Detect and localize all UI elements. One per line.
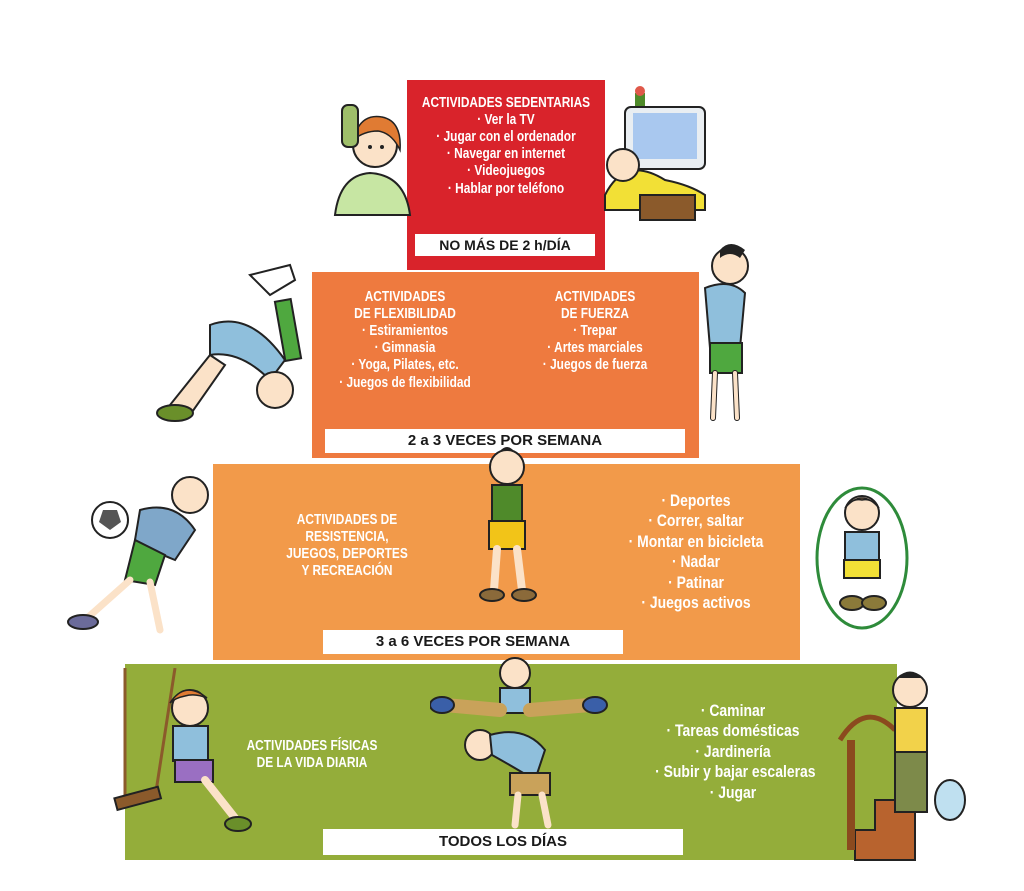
running-child-illustration	[479, 447, 537, 602]
endurance-list: · Deportes · Correr, saltar · Montar en …	[622, 491, 770, 613]
list-item: · Patinar	[668, 572, 724, 592]
daily-heading-line: ACTIVIDADES FÍSICAS	[246, 738, 378, 754]
list-item: · Montar en bicicleta	[628, 531, 764, 551]
leapfrog-children-illustration	[430, 657, 608, 829]
list-item: · Artes marciales	[547, 340, 643, 357]
list-item: · Jugar con el ordenador	[436, 129, 576, 146]
strength-text: ACTIVIDADES DE FUERZA · Trepar · Artes m…	[525, 289, 664, 375]
endurance-heading-line: JUEGOS, DEPORTES	[286, 546, 408, 563]
strength-list: · Trepar · Artes marciales · Juegos de f…	[525, 323, 664, 374]
flexibility-text: ACTIVIDADES DE FLEXIBILIDAD · Estiramien…	[327, 289, 483, 392]
climbing-child-illustration	[703, 244, 749, 421]
sedentary-frequency-band: NO MÁS DE 2 h/DÍA	[415, 234, 595, 256]
daily-heading: ACTIVIDADES FÍSICAS DE LA VIDA DIARIA	[242, 738, 381, 772]
sedentary-heading: ACTIVIDADES SEDENTARIAS	[421, 95, 591, 111]
list-item: · Navegar en internet	[446, 146, 566, 163]
list-item: · Juegos activos	[641, 592, 751, 612]
flexibility-list: · Estiramientos · Gimnasia · Yoga, Pilat…	[327, 323, 483, 391]
list-item: · Jardinería	[695, 741, 771, 761]
list-item: · Videojuegos	[467, 163, 545, 180]
list-item: · Juegos de flexibilidad	[339, 374, 471, 391]
endurance-list-wrap: · Deportes · Correr, saltar · Montar en …	[622, 491, 770, 613]
sedentary-list: · Ver la TV · Jugar con el ordenador · N…	[403, 112, 610, 198]
strength-heading-line: ACTIVIDADES	[554, 289, 636, 305]
list-item: · Juegos de fuerza	[542, 357, 648, 374]
list-item: · Nadar	[671, 552, 721, 572]
endurance-heading-line: ACTIVIDADES DE	[296, 512, 398, 528]
list-item: · Deportes	[661, 491, 731, 510]
list-item: · Subir y bajar escaleras	[655, 762, 816, 782]
endurance-heading-line: Y RECREACIÓN	[301, 563, 393, 580]
flexibility-heading-line: DE FLEXIBILIDAD	[354, 306, 456, 323]
jump-rope-child-illustration	[815, 486, 909, 630]
list-item: · Trepar	[573, 323, 617, 340]
list-item: · Ver la TV	[477, 112, 535, 129]
flexibility-heading-line: ACTIVIDADES	[364, 289, 446, 305]
daily-heading-line: DE LA VIDA DIARIA	[256, 755, 368, 772]
stairs-shopping-child-illustration	[837, 671, 966, 861]
list-item: · Caminar	[700, 701, 766, 720]
list-item: · Hablar por teléfono	[447, 180, 565, 197]
flexibility-strength-tier	[312, 272, 699, 458]
computer-child-illustration	[604, 86, 706, 221]
daily-list-wrap: · Caminar · Tareas domésticas · Jardiner…	[655, 701, 816, 803]
soccer-child-illustration	[67, 476, 209, 634]
endurance-heading: ACTIVIDADES DE RESISTENCIA, JUEGOS, DEPO…	[277, 512, 416, 580]
endurance-heading-line: RESISTENCIA,	[305, 529, 389, 546]
daily-frequency-band: TODOS LOS DÍAS	[323, 829, 683, 855]
list-item: · Jugar	[709, 782, 757, 802]
list-item: · Correr, saltar	[648, 511, 744, 531]
list-item: · Yoga, Pilates, etc.	[351, 357, 459, 374]
sedentary-text: ACTIVIDADES SEDENTARIAS · Ver la TV · Ju…	[403, 95, 610, 198]
daily-list: · Caminar · Tareas domésticas · Jardiner…	[655, 701, 816, 803]
swing-child-illustration	[113, 668, 252, 832]
list-item: · Gimnasia	[374, 340, 436, 357]
strength-heading-line: DE FUERZA	[560, 306, 630, 323]
endurance-frequency-band: 3 a 6 VECES POR SEMANA	[323, 630, 623, 654]
backbend-child-illustration	[156, 263, 303, 422]
list-item: · Estiramientos	[362, 323, 448, 340]
list-item: · Tareas domésticas	[666, 721, 800, 741]
phone-child-illustration	[333, 104, 412, 216]
